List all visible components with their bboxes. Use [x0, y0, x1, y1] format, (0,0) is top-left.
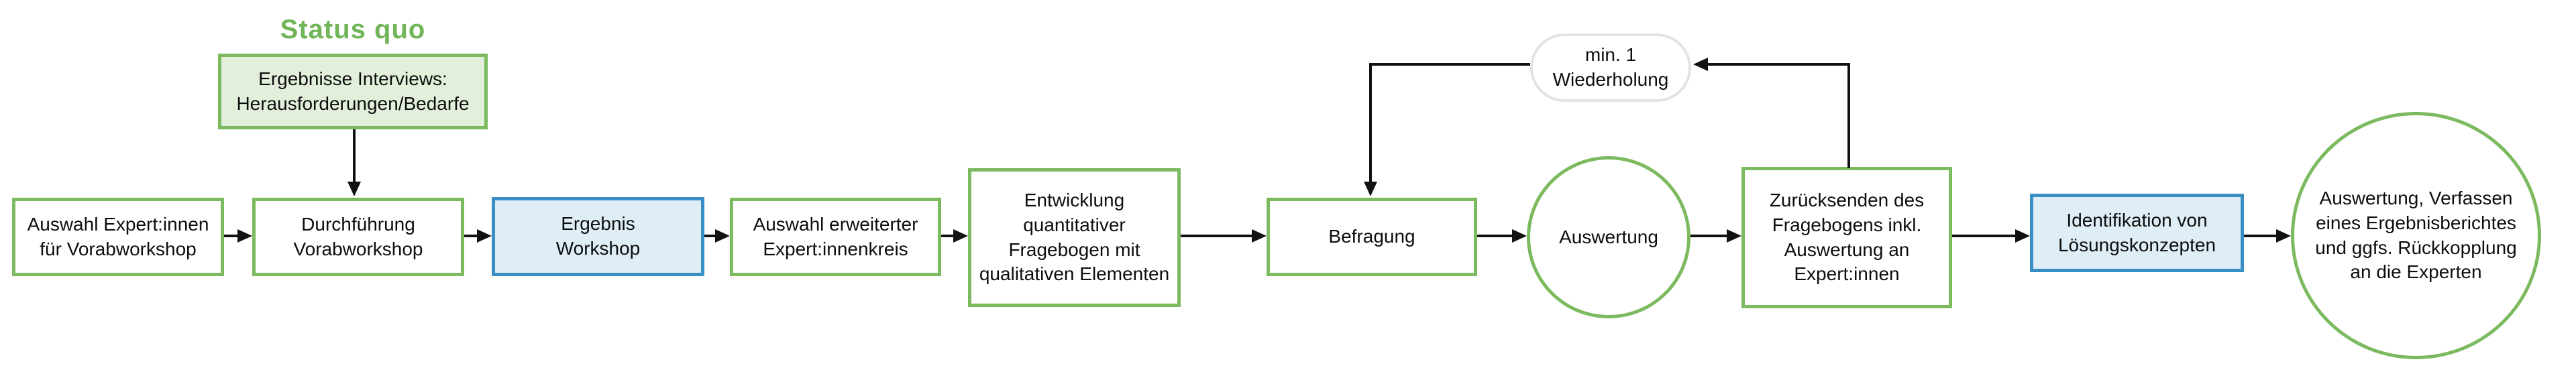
node-auswertung-ergebnisbericht: Auswertung, Verfassen eines Ergebnisberi… [2291, 112, 2541, 359]
connector-5-6-line [1181, 235, 1252, 237]
connector-4-5-arrowhead [953, 229, 968, 243]
node-ergebnisse-interviews: Ergebnisse Interviews: Herausforderungen… [218, 54, 488, 129]
connector-8-9-arrowhead [2015, 229, 2030, 243]
node-auswahl-expertinnen-vorabworkshop: Auswahl Expert:innen für Vorabworkshop [12, 198, 224, 276]
connector-6-7-line [1477, 235, 1513, 237]
loop-into-wiederholung-arrowhead [1693, 58, 1708, 71]
node-durchfuehrung-vorabworkshop: Durchführung Vorabworkshop [252, 198, 464, 276]
connector-6-7-arrowhead [1512, 229, 1527, 243]
node-befragung: Befragung [1267, 198, 1477, 276]
loop-into-befragung-arrowhead [1364, 182, 1377, 196]
connector-9-10-arrowhead [2276, 229, 2291, 243]
connector-2-3-arrowhead [477, 229, 492, 243]
connector-7-8-line [1690, 235, 1727, 237]
node-auswertung: Auswertung [1527, 156, 1690, 318]
connector-9-10-line [2244, 235, 2277, 237]
connector-statusquo-down-line [353, 129, 356, 182]
connector-5-6-arrowhead [1252, 229, 1267, 243]
node-ergebnis-workshop: Ergebnis Workshop [492, 197, 704, 276]
connector-3-4-line [704, 235, 716, 237]
node-auswahl-erweiterter-expertinnenkreis: Auswahl erweiterter Expert:innenkreis [730, 198, 941, 276]
loop-right-vertical-line [1847, 63, 1850, 168]
connector-2-3-line [464, 235, 478, 237]
status-quo-title: Status quo [280, 15, 426, 44]
connector-1-2-arrowhead [237, 229, 252, 243]
connector-1-2-line [224, 235, 238, 237]
loop-left-vertical-line [1369, 63, 1372, 183]
node-min-1-wiederholung: min. 1 Wiederholung [1530, 34, 1691, 102]
loop-left-horizontal-line [1369, 63, 1530, 66]
loop-right-horizontal-line [1707, 63, 1850, 66]
connector-8-9-line [1952, 235, 2016, 237]
node-identifikation-loesungskonzepte: Identifikation von Lösungskonzepten [2030, 194, 2244, 272]
connector-7-8-arrowhead [1727, 229, 1741, 243]
connector-statusquo-down-arrowhead [347, 182, 361, 196]
node-zuruecksenden-fragebogen: Zurücksenden des Fragebogens inkl. Auswe… [1741, 167, 1952, 308]
node-entwicklung-fragebogen: Entwicklung quantitativer Fragebogen mit… [968, 168, 1181, 307]
connector-4-5-line [941, 235, 954, 237]
connector-3-4-arrowhead [715, 229, 730, 243]
